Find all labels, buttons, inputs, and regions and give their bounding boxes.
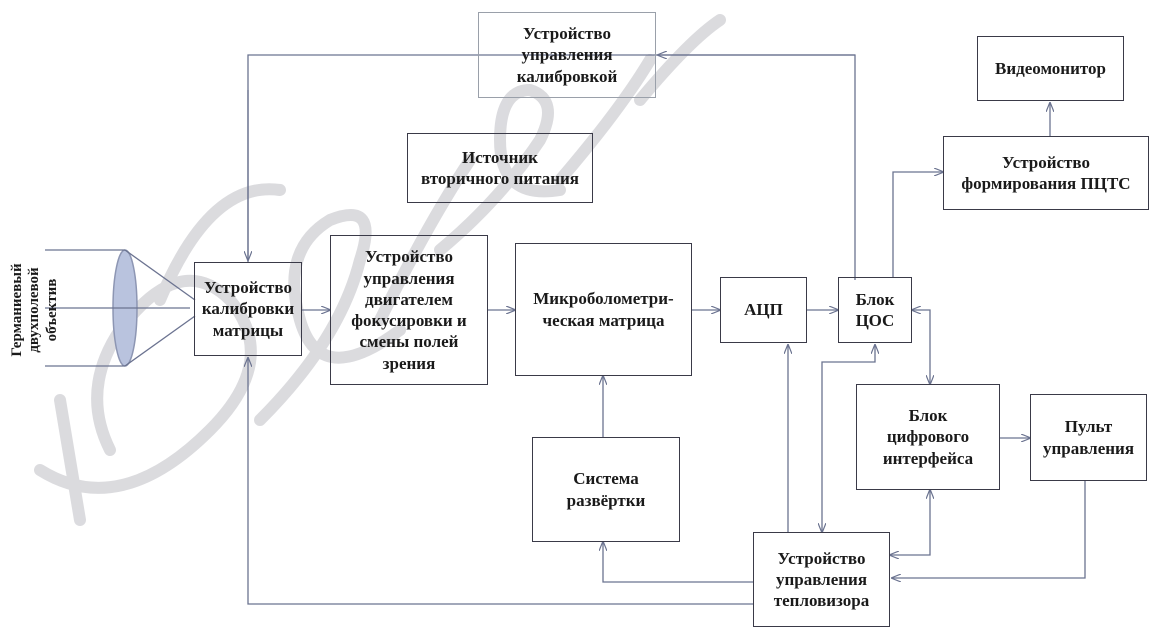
block-videomonitor: Видеомонитор bbox=[977, 36, 1124, 101]
block-calibration-control: Устройство управления калибровкой bbox=[478, 12, 656, 98]
ray-bot-conv bbox=[124, 315, 196, 367]
ray-top-conv bbox=[124, 249, 196, 301]
edge-thermo-scan bbox=[603, 542, 753, 583]
block-power-source: Источник вторичного питания bbox=[407, 133, 593, 203]
block-digital-interface: Блок цифрового интерфейса bbox=[856, 384, 1000, 490]
edge-thermo-dsp bbox=[822, 345, 875, 532]
block-scan-system: Система развёртки bbox=[532, 437, 680, 542]
block-microbolometer: Микроболометри- ческая матрица bbox=[515, 243, 692, 376]
lens-label: Германиевый двухполевой объектив bbox=[9, 263, 60, 357]
block-motor-control: Устройство управления двигателем фокусир… bbox=[330, 235, 488, 385]
edge-dsp-iface bbox=[912, 310, 930, 384]
edge-thermo-iface bbox=[890, 490, 930, 555]
block-dsp: Блок ЦОС bbox=[838, 277, 912, 343]
block-adc: АЦП bbox=[720, 277, 807, 343]
edge-remote-thermo bbox=[892, 481, 1086, 578]
block-calibration-matrix: Устройство калибровки матрицы bbox=[194, 262, 302, 356]
block-thermo-control: Устройство управления тепловизора bbox=[753, 532, 890, 627]
edge-dsp-pcts bbox=[892, 172, 943, 277]
block-remote-control: Пульт управления bbox=[1030, 394, 1147, 481]
block-pcts-former: Устройство формирования ПЦТС bbox=[943, 136, 1149, 210]
edge-thermo-calibmatrix bbox=[248, 358, 753, 605]
